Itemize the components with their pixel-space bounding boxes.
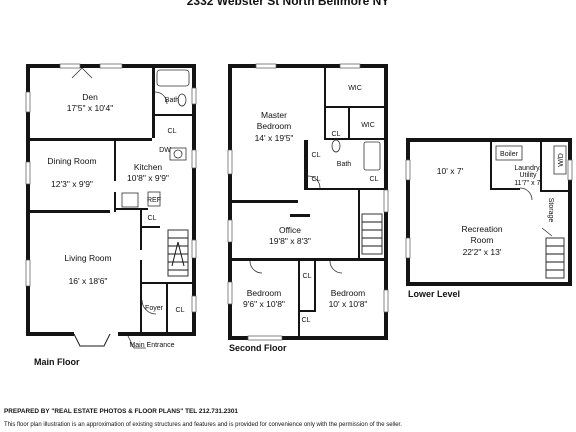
office-dimensions: 19'8" x 8'3" <box>269 236 311 246</box>
floor-plan-diagram: 2332 Webster St North Bellmore NY <box>25 0 573 367</box>
dishwasher-label: DW <box>159 147 171 154</box>
kitchen-label: Kitchen <box>134 162 163 172</box>
laundry-label: Laundry/ <box>514 165 541 172</box>
main-bath-label: Bath <box>165 97 180 104</box>
footer-disclaimer: This floor plan illustration is an appro… <box>4 422 402 428</box>
second-closet-b-label: CL <box>312 152 321 159</box>
lower-level-title: Lower Level <box>408 289 460 299</box>
lower-level-plan: 10' x 7' Boiler Laundry/ Utility 11'7" x… <box>405 138 573 299</box>
washer-dryer-label: W/D <box>558 153 565 167</box>
bedroom-1-label: Bedroom <box>247 288 282 298</box>
refrigerator-label: REF <box>147 197 161 204</box>
foyer-label: Foyer <box>145 305 164 312</box>
den-dimensions: 17'5" x 10'4" <box>67 103 114 113</box>
boiler-label: Boiler <box>500 151 519 158</box>
main-floor-plan: Den 17'5" x 10'4" Bath CL Dining Room 12… <box>25 63 197 367</box>
bedroom-2-dimensions: 10' x 10'8" <box>329 299 368 309</box>
kitchen-dimensions: 10'8" x 9'9" <box>127 173 169 183</box>
master-bedroom-label-1: Master <box>261 110 287 120</box>
main-entrance-label: Main Entrance <box>129 342 174 349</box>
bedroom-1-closet-label: CL <box>302 317 311 324</box>
recreation-room-label-1: Recreation <box>461 224 502 234</box>
storage-label: Storage <box>547 198 554 223</box>
second-floor-plan: Master Bedroom 14' x 19'5" WIC WIC CL CL… <box>227 63 389 353</box>
dining-room-dimensions: 12'3" x 9'9" <box>51 179 93 189</box>
main-bath-closet-label: CL <box>168 128 177 135</box>
laundry-dimensions: 11'7" x 7' <box>514 180 542 187</box>
master-bedroom-dimensions: 14' x 19'5" <box>255 133 294 143</box>
foyer-closet-label: CL <box>176 307 185 314</box>
recreation-room-label-2: Room <box>471 235 494 245</box>
second-bath-label: Bath <box>337 161 352 168</box>
office-label: Office <box>279 225 301 235</box>
bedroom-1-dimensions: 9'6" x 10'8" <box>243 299 285 309</box>
footer-credit: PREPARED BY "REAL ESTATE PHOTOS & FLOOR … <box>4 408 238 415</box>
second-floor-title: Second Floor <box>229 343 287 353</box>
main-floor-title: Main Floor <box>34 357 80 367</box>
dining-room-label: Dining Room <box>47 156 96 166</box>
recreation-room-dimensions: 22'2" x 13' <box>463 247 502 257</box>
second-closet-a-label: CL <box>332 131 341 138</box>
second-closet-c-label: CL <box>312 176 321 183</box>
utility-label: Utility <box>519 172 537 179</box>
master-bedroom-label-2: Bedroom <box>257 121 292 131</box>
second-closet-d-label: CL <box>370 176 379 183</box>
bedroom-2-label: Bedroom <box>331 288 366 298</box>
living-room-dimensions: 16' x 18'6" <box>69 276 108 286</box>
bedroom-2-closet-label: CL <box>303 273 312 280</box>
walk-in-closet-1-label: WIC <box>348 85 362 92</box>
walk-in-closet-2-label: WIC <box>361 122 375 129</box>
property-address: 2332 Webster St North Bellmore NY <box>187 0 390 8</box>
den-label: Den <box>82 92 98 102</box>
main-mid-closet-label: CL <box>148 215 157 222</box>
lower-small-room-dimensions: 10' x 7' <box>437 166 464 176</box>
living-room-label: Living Room <box>64 253 111 263</box>
